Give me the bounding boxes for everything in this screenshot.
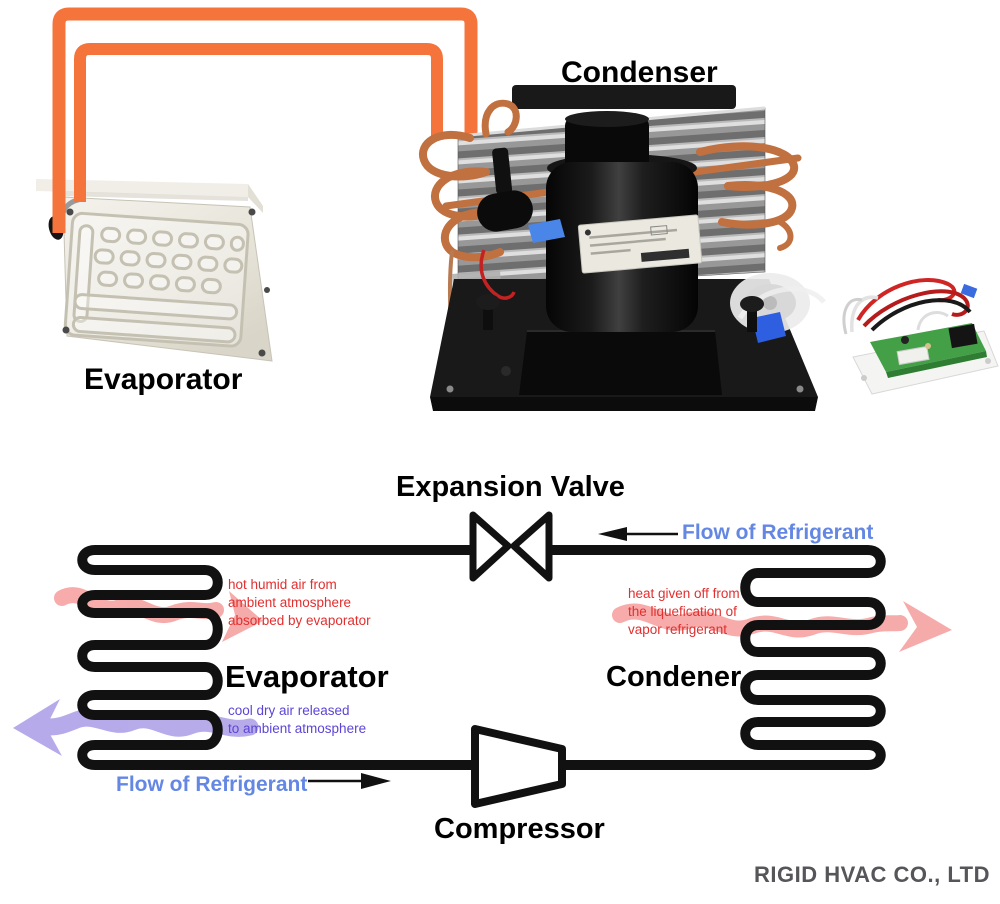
board-wires	[842, 278, 972, 335]
compressor-cylinder	[476, 111, 764, 376]
compressor-pedestal	[519, 331, 722, 395]
hot-air-note-line: ambient atmosphere	[228, 595, 352, 610]
base-plate-front	[430, 397, 818, 411]
blue-sticker	[528, 219, 565, 243]
mount-bolts	[476, 294, 764, 376]
heat-note: heat given off from the liquefication of…	[628, 585, 740, 639]
expansion-valve-icon	[469, 511, 553, 582]
control-board-photo	[842, 278, 999, 395]
condenser-photo-label: Condenser	[561, 56, 718, 89]
flow-of-refrigerant-bottom-label: Flow of Refrigerant	[116, 773, 308, 796]
cool-air-note-line: to ambient atmosphere	[228, 721, 367, 736]
compressor-label: Compressor	[434, 813, 605, 845]
condenser-coil	[543, 545, 886, 770]
panel-screws	[62, 208, 270, 357]
heat-note-line: the liquefication of	[628, 604, 737, 619]
cycle-diagram	[13, 511, 952, 808]
cool-air-note-line: cool dry air released	[228, 703, 350, 718]
blue-connector	[752, 312, 786, 343]
refrigerant-tubes	[52, 7, 478, 233]
hot-air-note: hot humid air from ambient atmosphere ab…	[228, 576, 371, 630]
compressor-icon	[471, 725, 566, 808]
red-wire	[479, 249, 516, 300]
heat-note-line: heat given off from	[628, 586, 740, 601]
filter-drier	[477, 147, 533, 232]
expansion-valve-label: Expansion Valve	[396, 471, 625, 503]
compressor-label	[577, 214, 703, 274]
condenser-diagram-label: Condener	[606, 661, 742, 693]
cool-air-wave-icon	[13, 699, 259, 756]
orange-tube-outer	[52, 7, 478, 233]
condenser-photo	[418, 85, 826, 411]
evaporator-diagram-label: Evaporator	[225, 659, 389, 694]
flow-arrow-left-icon	[598, 527, 678, 541]
evaporator-coil	[77, 545, 485, 770]
evaporator-channels	[63, 211, 250, 348]
company-name: RIGID HVAC CO., LTD	[753, 862, 990, 887]
orange-tube-inner	[74, 43, 443, 202]
evaporator-photo-label: Evaporator	[84, 363, 243, 396]
flow-of-refrigerant-top-label: Flow of Refrigerant	[682, 521, 874, 544]
hot-air-note-line: hot humid air from	[228, 577, 337, 592]
heat-note-line: vapor refrigerant	[628, 622, 728, 637]
evaporator-photo	[36, 179, 273, 362]
fan-shroud	[512, 85, 736, 109]
cool-air-note: cool dry air released to ambient atmosph…	[228, 702, 366, 738]
hot-air-note-line: absorbed by evaporator	[228, 613, 371, 628]
flow-arrow-right-icon	[308, 773, 391, 789]
